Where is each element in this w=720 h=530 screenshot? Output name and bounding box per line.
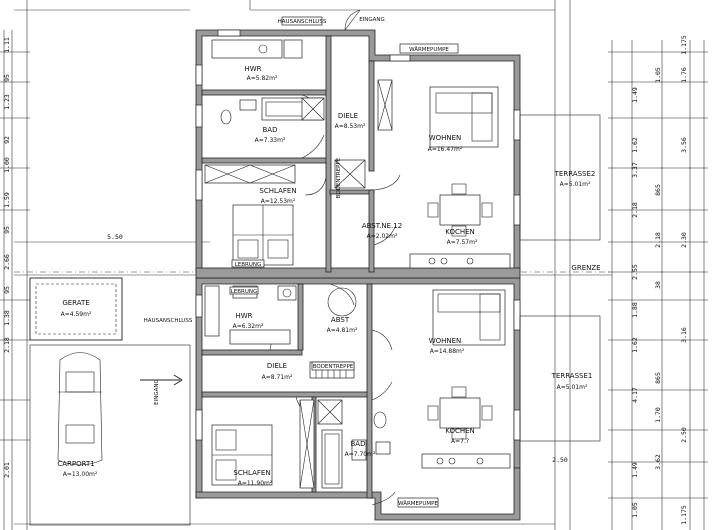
room-labels: HWR A=5.82m² BAD A=7.33m² DIELE A=8.53m²… [57,65,595,487]
outdoor-areas [29,114,601,526]
dimension-labels: 1.11 95 1.23 92 1.00 1.59 95 2.66 95 1.38 2.18 2.01… [3,35,688,525]
room-area: A=4.81m² [327,327,358,334]
dimension-label: 1.70 [654,407,662,423]
room-name: ABST [331,316,350,324]
room-area: A=7.57m² [447,239,478,246]
label-grenze: GRENZE [571,264,600,272]
room-area: A=14.88m² [430,348,465,355]
room-name: ABST.NE.12 [362,222,402,230]
dimension-label: 1.23 [3,94,11,110]
dimension-label: 1.76 [680,67,688,83]
dimension-label: 1.175 [680,35,688,55]
dimension-label: 2.50 [680,427,688,443]
dimension-label: 3.37 [631,162,639,178]
windows [195,29,521,441]
dimension-label: 95 [3,74,11,82]
dimension-label: 865 [654,184,662,196]
room-area: A=8.71m² [262,374,293,381]
room-area: A=6.32m² [233,323,264,330]
furniture-lower [204,285,511,489]
dimension-label: 95 [3,226,11,234]
room-name: HWR [235,312,252,320]
room-area: A=2.02m² [367,233,398,240]
label-eingang: EINGANG [154,379,160,405]
dimension-label: 2.01 [3,462,11,478]
dimension-label: 1.05 [631,502,639,518]
room-name: TERRASSE1 [551,372,593,380]
label-waermepumpe: WÄRMEPUMPE [409,46,449,53]
room-name: TERRASSE2 [554,170,596,178]
room-name: KOCHEN [445,228,475,236]
dimension-label: 1.11 [3,37,11,53]
furniture-upper [204,39,511,269]
room-name: WOHNEN [429,134,462,142]
dimension-label: 95 [3,286,11,294]
room-area: A=7.70m² [345,451,376,458]
room-area: A=13.00m² [63,471,98,478]
room-area: A=7.33m² [255,137,286,144]
dimension-label: 92 [3,136,11,144]
dimension-label: 1.05 [654,67,662,83]
label-bodentreppe: BODENTREPPE [313,364,354,370]
dimension-label: 1.38 [3,310,11,326]
dimension-label: 3.56 [680,137,688,153]
label-lebrung: LEBRUNG [235,262,262,268]
dimension-label: 38 [654,281,662,289]
dimension-label: 1.49 [631,87,639,103]
room-area: A=8.53m² [335,123,366,130]
room-area: A=7.? [451,438,469,445]
room-name: KOCHEN [445,427,475,435]
dimension-label: 1.62 [631,337,639,353]
dimension-label: 2.55 [631,264,639,280]
dimension-label: 1.49 [631,462,639,478]
label-lebrung: LEBRUNG [231,289,258,295]
dimension-label: 1.175 [680,505,688,525]
room-area: A=16.47m² [428,146,463,153]
dimension-label: 2.50 [552,456,568,464]
dimension-label: 3.16 [680,327,688,343]
room-area: A=5.01m² [557,384,588,391]
room-area: A=5.82m² [247,75,278,82]
dimension-label: 1.62 [631,137,639,153]
room-area: A=4.59m² [61,311,92,318]
room-name: SCHLAFEN [233,469,270,477]
room-name: GERATE [62,299,89,307]
dimension-label: 2.30 [680,232,688,248]
room-name: DIELE [267,362,287,370]
dimension-label: 5.50 [107,233,123,241]
dimension-label: 1.59 [3,192,11,208]
dimension-label: 2.18 [631,202,639,218]
dimension-label: 2.18 [654,232,662,248]
room-area: A=5.01m² [560,181,591,188]
dimension-label: 3.62 [654,454,662,470]
label-eingang: EINGANG [359,17,385,23]
label-hausanschluss: HAUSANSCHLUSS [278,19,327,25]
dimension-label: 2.18 [3,337,11,353]
room-name: BAD [351,440,366,448]
dimension-label: 1.00 [3,157,11,173]
label-waermepumpe: WÄRMEPUMPE [398,500,438,507]
misc-labels: HAUSANSCHLUSS EINGANG WÄRMEPUMPE BODENTR… [144,16,601,508]
label-hausanschluss: HAUSANSCHLUSS [144,318,193,324]
room-name: DIELE [338,112,358,120]
dimension-label: 1.88 [631,302,639,318]
room-area: A=11.90m² [238,480,273,487]
label-bodentreppe: BODENTREPPE [336,157,342,198]
dimension-label: 4.17 [631,387,639,403]
room-name: SCHLAFEN [259,187,296,195]
dimension-label: 2.66 [3,254,11,270]
room-name: BAD [263,126,278,134]
room-name: CARPORT1 [57,460,94,468]
room-name: HWR [244,65,261,73]
dimension-label: 865 [654,372,662,384]
room-area: A=12.53m² [261,198,296,205]
room-name: WOHNEN [429,337,462,345]
